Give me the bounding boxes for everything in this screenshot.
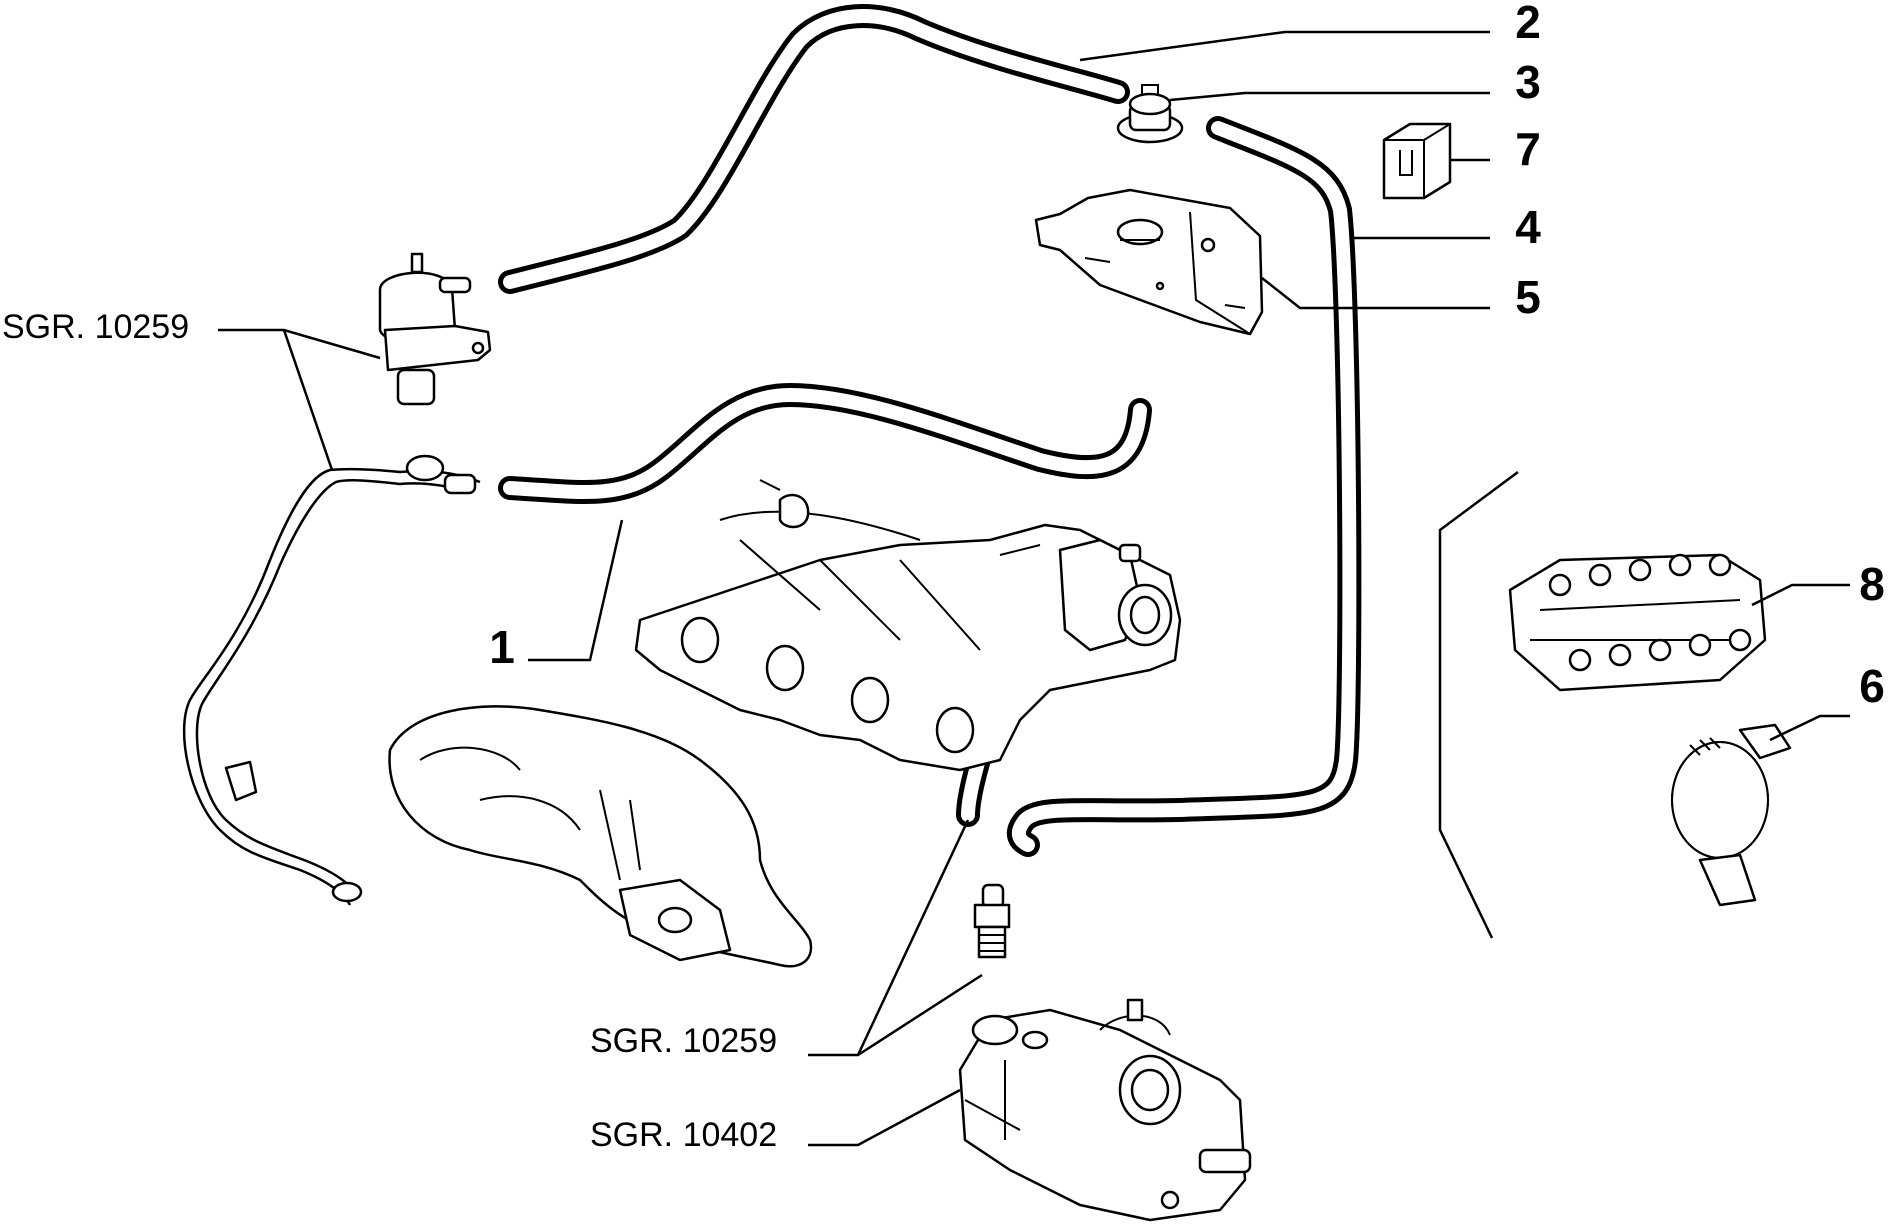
leader-lines — [218, 30, 1850, 1147]
intake-manifold — [634, 479, 1182, 772]
retainer-teeth — [1548, 553, 1752, 672]
label-7: 7 — [1515, 123, 1541, 175]
hose-clamp-6 — [1671, 723, 1792, 907]
exhaust-manifold — [388, 705, 813, 968]
label-6: 6 — [1859, 660, 1885, 712]
hose-4 — [1006, 116, 1362, 857]
leader-3 — [1169, 91, 1490, 102]
leader-8 — [1751, 583, 1850, 607]
label-1: 1 — [489, 621, 515, 673]
label-3: 3 — [1515, 56, 1541, 108]
temperature-sender — [973, 883, 1011, 959]
leader-6 — [1769, 714, 1850, 742]
label-4: 4 — [1515, 201, 1541, 253]
group-separator — [1438, 470, 1519, 939]
ref-sgr-left: SGR. 10259 — [2, 308, 189, 346]
label-8: 8 — [1859, 558, 1885, 610]
label-2: 2 — [1515, 0, 1541, 48]
retainer-8 — [1508, 553, 1767, 692]
air-valve — [378, 252, 492, 406]
ref-sgr-thermostat: SGR. 10402 — [590, 1116, 777, 1154]
leader-sgr-thermostat — [808, 1088, 961, 1147]
label-5: 5 — [1515, 271, 1541, 323]
earth-lead — [182, 454, 481, 906]
bracket-5 — [1034, 188, 1264, 336]
hose-1 — [498, 383, 1152, 505]
leader-sgr-left — [218, 328, 381, 471]
leader-2 — [1079, 30, 1490, 62]
leader-5 — [1261, 277, 1490, 310]
leader-1 — [528, 519, 624, 662]
ref-sgr-bottom: SGR. 10259 — [590, 1022, 777, 1060]
rubber-block-7 — [1382, 122, 1452, 200]
hose-2 — [498, 4, 1130, 294]
leader-sgr-bottom — [808, 819, 983, 1057]
valve-3 — [1116, 84, 1184, 144]
thermostat-housing — [958, 998, 1252, 1222]
